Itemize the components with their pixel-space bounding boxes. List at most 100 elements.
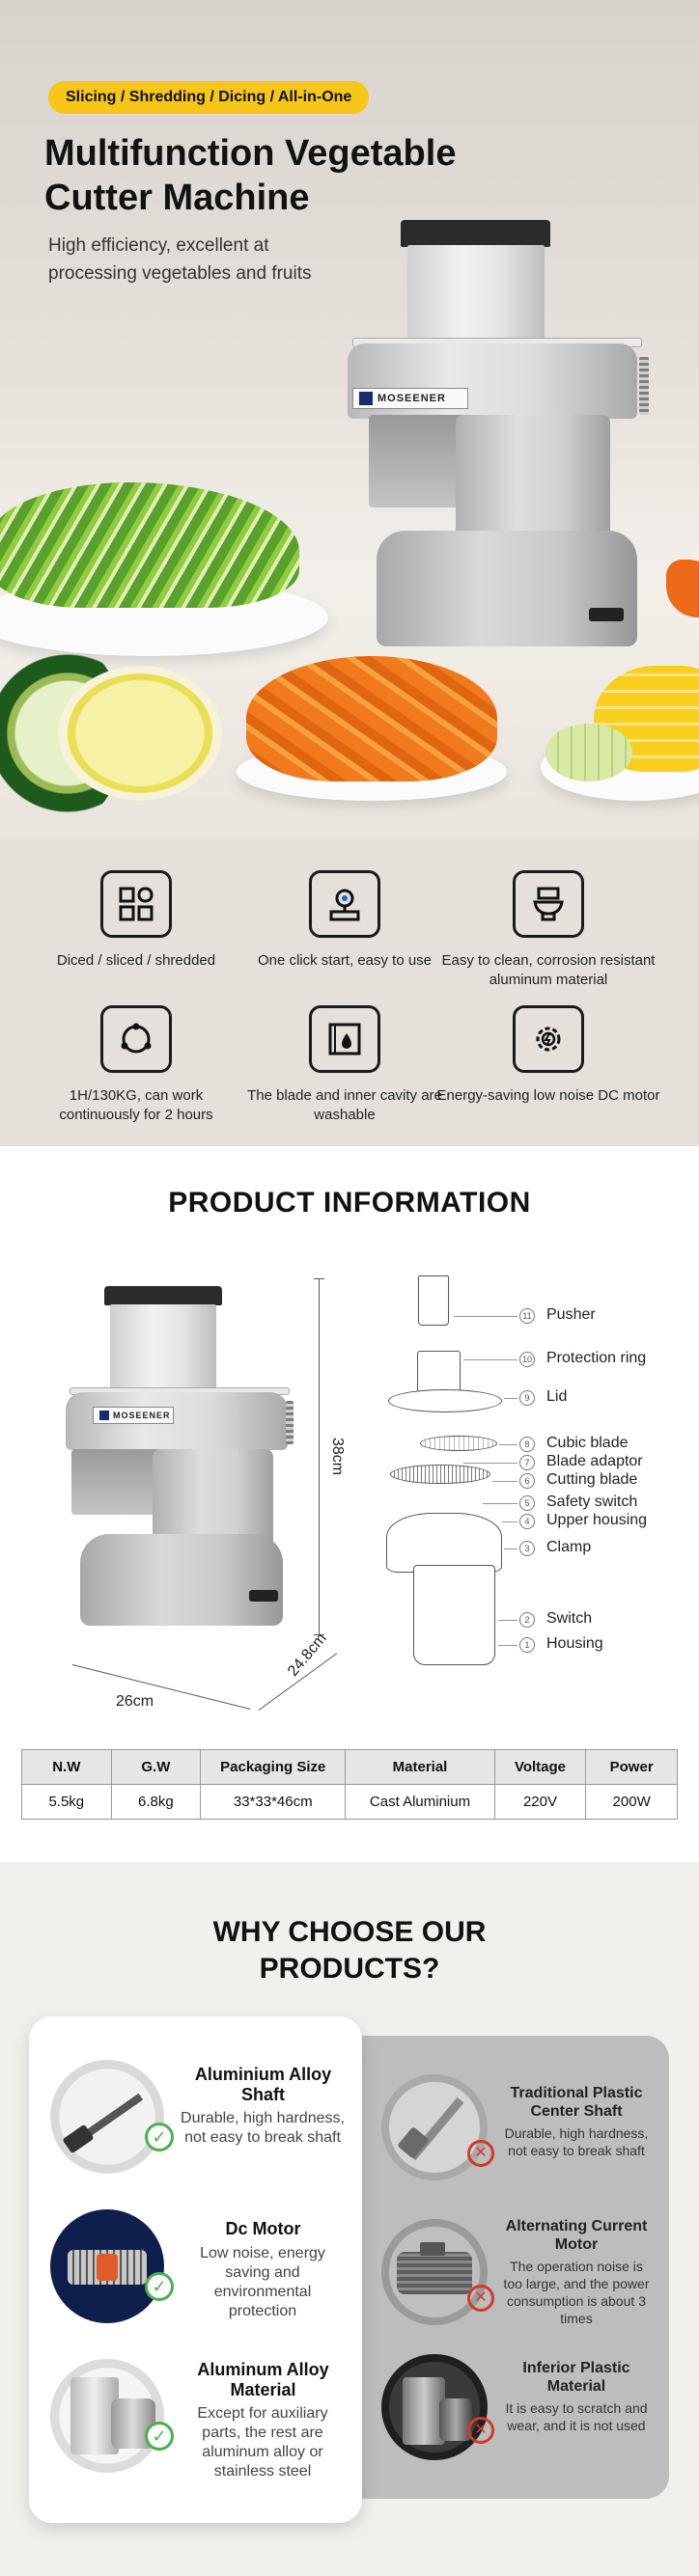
- cross-icon: ✕: [467, 2417, 494, 2444]
- competitor-feature-heading: Traditional Plastic Center Shaft: [510, 2085, 643, 2120]
- part-number: 7: [519, 1455, 535, 1470]
- part-label-pusher: Pusher: [546, 1306, 596, 1323]
- motor-gear-icon: [513, 1005, 584, 1073]
- cell-packaging-size: 33*33*46cm: [200, 1784, 347, 1820]
- feature-label: The blade and inner cavity are washable: [247, 1087, 442, 1123]
- feature-badge: Slicing / Shredding / Dicing / All-in-On…: [48, 81, 370, 114]
- part-label-cutting-blade: Cutting blade: [546, 1471, 638, 1488]
- part-label-upper-housing: Upper housing: [546, 1512, 648, 1528]
- feature-label: Energy-saving low noise DC motor: [436, 1087, 660, 1104]
- power-button-icon: [309, 870, 380, 938]
- table-row: 5.5kg 6.8kg 33*33*46cm Cast Aluminium 22…: [21, 1784, 678, 1820]
- clamp: [639, 357, 649, 415]
- part-label-switch: Switch: [546, 1610, 593, 1627]
- feature-dc-motor: Energy-saving low noise DC motor: [433, 1005, 664, 1106]
- lemon-slice: [58, 666, 222, 801]
- part-number: 11: [519, 1308, 535, 1324]
- competitor-feature-text: It is easy to scratch and wear, and it i…: [505, 2400, 648, 2433]
- dimension-machine-image: MOSEENER: [66, 1283, 297, 1669]
- part-number: 9: [519, 1390, 535, 1406]
- brand-name: MOSEENER: [113, 1411, 171, 1420]
- cell-voltage: 220V: [493, 1784, 587, 1820]
- feature-label: Diced / sliced / shredded: [56, 952, 216, 969]
- part-number: 8: [519, 1437, 535, 1452]
- part-number: 4: [519, 1514, 535, 1529]
- aluminium-shaft-image: [50, 2060, 164, 2174]
- part-number: 2: [519, 1612, 535, 1628]
- part-label-blade-adaptor: Blade adaptor: [546, 1453, 643, 1469]
- cucumber-cubes: [545, 724, 632, 781]
- housing-sketch: [413, 1565, 495, 1665]
- height-label: 38cm: [329, 1438, 346, 1476]
- header-power: Power: [585, 1749, 678, 1785]
- plastic-shaft-image: [381, 2074, 488, 2180]
- cross-icon: ✕: [467, 2285, 494, 2312]
- upper-housing-sketch: [386, 1513, 502, 1573]
- competitor-feature-heading: Alternating Current Motor: [505, 2218, 648, 2253]
- cross-icon: ✕: [467, 2140, 494, 2167]
- feature-cut-modes: Diced / sliced / shredded: [35, 870, 238, 971]
- part-label-clamp: Clamp: [546, 1539, 592, 1555]
- brand-mark-icon: [99, 1411, 109, 1420]
- green-pepper-strips: [0, 482, 299, 608]
- our-feature-heading: Aluminium Alloy Shaft: [194, 2065, 332, 2104]
- switch-knob: [249, 1590, 278, 1602]
- part-number: 1: [519, 1637, 535, 1653]
- feature-washable: The blade and inner cavity are washable: [243, 1005, 446, 1125]
- cutting-blade-sketch: [390, 1465, 490, 1484]
- grid-icon: [100, 870, 172, 938]
- switch-knob: [589, 608, 624, 621]
- clamp: [286, 1401, 294, 1444]
- checkmark-icon: ✓: [145, 2422, 174, 2451]
- our-feature-text: Durable, high hardness, not easy to brea…: [181, 2110, 345, 2146]
- competitor-feature-text: Durable, high hardness, not easy to brea…: [504, 2125, 649, 2158]
- part-label-lid: Lid: [546, 1388, 568, 1405]
- pusher-sketch: [418, 1275, 449, 1326]
- brand-logo: MOSEENER: [93, 1407, 174, 1424]
- header-packaging-size: Packaging Size: [200, 1749, 347, 1785]
- product-subtitle: High efficiency, excellent at processing…: [48, 235, 312, 284]
- brand-name: MOSEENER: [377, 393, 446, 404]
- protection-ring-sketch: [417, 1351, 461, 1395]
- feature-label: One click start, easy to use: [257, 952, 433, 969]
- spec-table: N.W G.W Packaging Size Material Voltage …: [21, 1749, 678, 1820]
- height-dimension-line: [314, 1278, 324, 1635]
- feature-label: 1H/130KG, can work continuously for 2 ho…: [59, 1087, 213, 1123]
- plastic-material-image: [381, 2354, 488, 2460]
- washable-icon: [309, 1005, 380, 1073]
- feature-one-click: One click start, easy to use: [243, 870, 446, 971]
- hopper-cap: [104, 1286, 222, 1305]
- feature-label: Easy to clean, corrosion resistant alumi…: [441, 952, 656, 988]
- cycle-icon: [100, 1005, 172, 1073]
- ac-motor-image: [381, 2219, 488, 2325]
- product-title: Multifunction Vegetable Cutter Machine: [44, 133, 457, 218]
- brand-logo: MOSEENER: [352, 388, 468, 409]
- toilet-clean-icon: [513, 870, 584, 938]
- our-feature-text: Except for auxiliary parts, the rest are…: [197, 2405, 328, 2480]
- vegetable-cutter-image: MOSEENER: [348, 212, 657, 675]
- cell-material: Cast Aluminium: [345, 1784, 495, 1820]
- width-dimension-line: [71, 1664, 251, 1710]
- width-label: 26cm: [116, 1693, 154, 1710]
- header-material: Material: [345, 1749, 495, 1785]
- features-grid: Diced / sliced / shredded One click star…: [0, 839, 699, 1146]
- feature-easy-clean: Easy to clean, corrosion resistant alumi…: [433, 870, 664, 990]
- why-choose-title: WHY CHOOSE OUR PRODUCTS?: [212, 1916, 487, 1985]
- part-number: 5: [519, 1495, 535, 1511]
- product-info-title: PRODUCT INFORMATION: [168, 1187, 531, 1219]
- cell-power: 200W: [585, 1784, 678, 1820]
- aluminum-material-image: [50, 2359, 164, 2473]
- header-voltage: Voltage: [493, 1749, 587, 1785]
- spec-table-header: N.W G.W Packaging Size Material Voltage …: [21, 1749, 678, 1785]
- our-feature-text: Low noise, energy saving and environment…: [200, 2245, 325, 2319]
- cubic-blade-sketch: [420, 1436, 497, 1451]
- header-gw: G.W: [110, 1749, 202, 1785]
- lid-sketch: [388, 1389, 502, 1412]
- hopper: [110, 1304, 216, 1396]
- part-label-housing: Housing: [546, 1635, 603, 1652]
- part-label-cubic-blade: Cubic blade: [546, 1435, 629, 1451]
- dc-motor-image: [50, 2209, 164, 2323]
- our-feature-heading: Dc Motor: [225, 2219, 301, 2238]
- our-feature-heading: Aluminum Alloy Material: [197, 2360, 329, 2399]
- cell-gw: 6.8kg: [110, 1784, 202, 1820]
